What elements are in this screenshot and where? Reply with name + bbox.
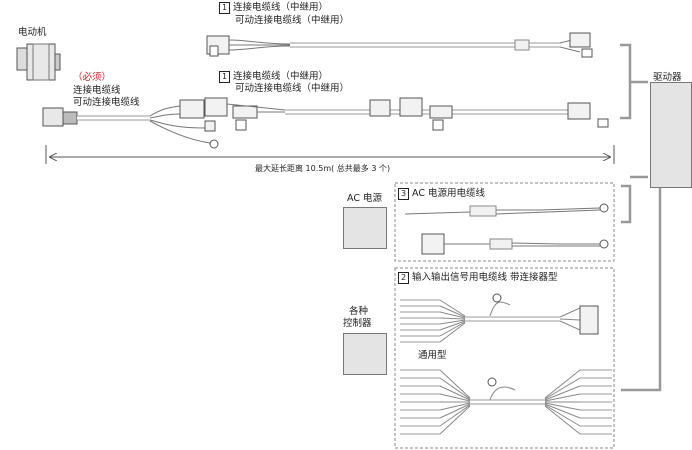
required-cable-graphic <box>77 99 219 149</box>
ac-cable-label: AC 电源用电缆线 <box>412 188 485 199</box>
relay-top-line2: 可动连接电缆线（中继用） <box>235 15 350 26</box>
distance-arrow <box>45 145 615 164</box>
motor-graphic <box>16 43 78 127</box>
relay-cable-mid-graphic <box>204 97 609 131</box>
driver-box <box>650 82 692 188</box>
motor-label: 电动机 <box>18 27 47 38</box>
relay-cable-top-graphic <box>206 32 593 58</box>
driver-brackets <box>620 43 662 392</box>
relay-top-number: 1 <box>219 2 230 14</box>
ac-power-label: AC 电源 <box>347 193 382 204</box>
driver-label: 驱动器 <box>653 72 682 83</box>
io-cable-number: 2 <box>398 272 409 284</box>
general-cable-graphic <box>400 369 612 435</box>
relay-top-line1: 连接电缆线（中继用） <box>233 2 329 13</box>
io-connector-cable-graphic <box>400 293 599 343</box>
io-cable-label: 输入输出信号用电缆线 带连接器型 <box>412 272 558 283</box>
controller-line2: 控制器 <box>343 318 372 329</box>
ac-cable-number: 3 <box>398 188 409 200</box>
controller-box <box>343 333 387 375</box>
required-note: （必须） <box>73 72 112 83</box>
controller-line1: 各种 <box>349 306 369 317</box>
ac-power-box <box>343 207 387 249</box>
distance-label: 最大延长距离 10.5m( 总共最多 3 个) <box>255 164 391 173</box>
io-cable-group <box>394 267 615 449</box>
required-cable-line1: 连接电缆线 <box>73 85 121 96</box>
general-type-label: 通用型 <box>418 350 447 361</box>
ac-cable-graphic <box>404 203 609 255</box>
relay-mid-line1: 连接电缆线（中继用） <box>233 71 329 82</box>
ac-cable-group <box>394 182 615 262</box>
required-cable-line2: 可动连接电缆线 <box>73 97 140 108</box>
relay-mid-line2: 可动连接电缆线（中继用） <box>235 83 350 94</box>
relay-mid-number: 1 <box>219 71 230 83</box>
